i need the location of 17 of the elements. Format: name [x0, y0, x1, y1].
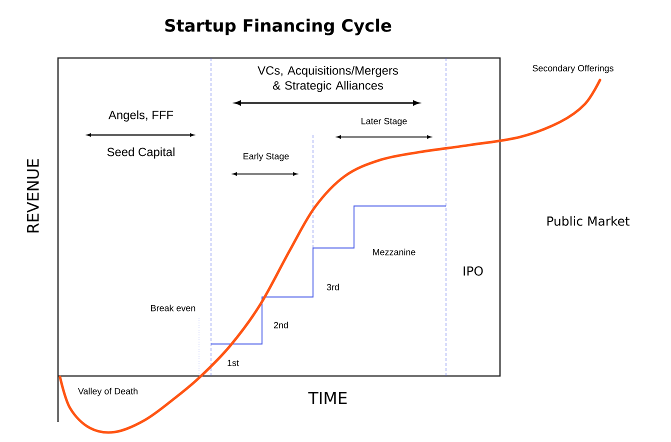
axis-label: TIME	[308, 392, 347, 404]
region-label: IPO	[464, 266, 483, 276]
curve-label: Break even	[151, 304, 196, 312]
stage-label: Later Stage	[362, 118, 407, 126]
round-label: 2nd	[274, 322, 288, 328]
round-label: Mezzanine	[373, 248, 416, 256]
curve-label: Valley of Death	[78, 388, 138, 396]
curve-label: Secondary Offerings	[532, 64, 614, 74]
stage-label: VCs, Acquisitions/Mergers & Strategic Alliances	[258, 66, 398, 92]
round-label: 3rd	[326, 284, 339, 290]
stage-label: Seed Capital	[107, 147, 174, 159]
round-label: 1st	[228, 360, 239, 366]
region-label: Public Market	[547, 216, 630, 226]
stage-label: Early Stage	[244, 152, 289, 162]
stage-label: Angels, FFF	[108, 110, 174, 122]
axis-label: REVENUE	[27, 159, 39, 232]
chart-title: Startup Financing Cycle	[165, 18, 392, 36]
